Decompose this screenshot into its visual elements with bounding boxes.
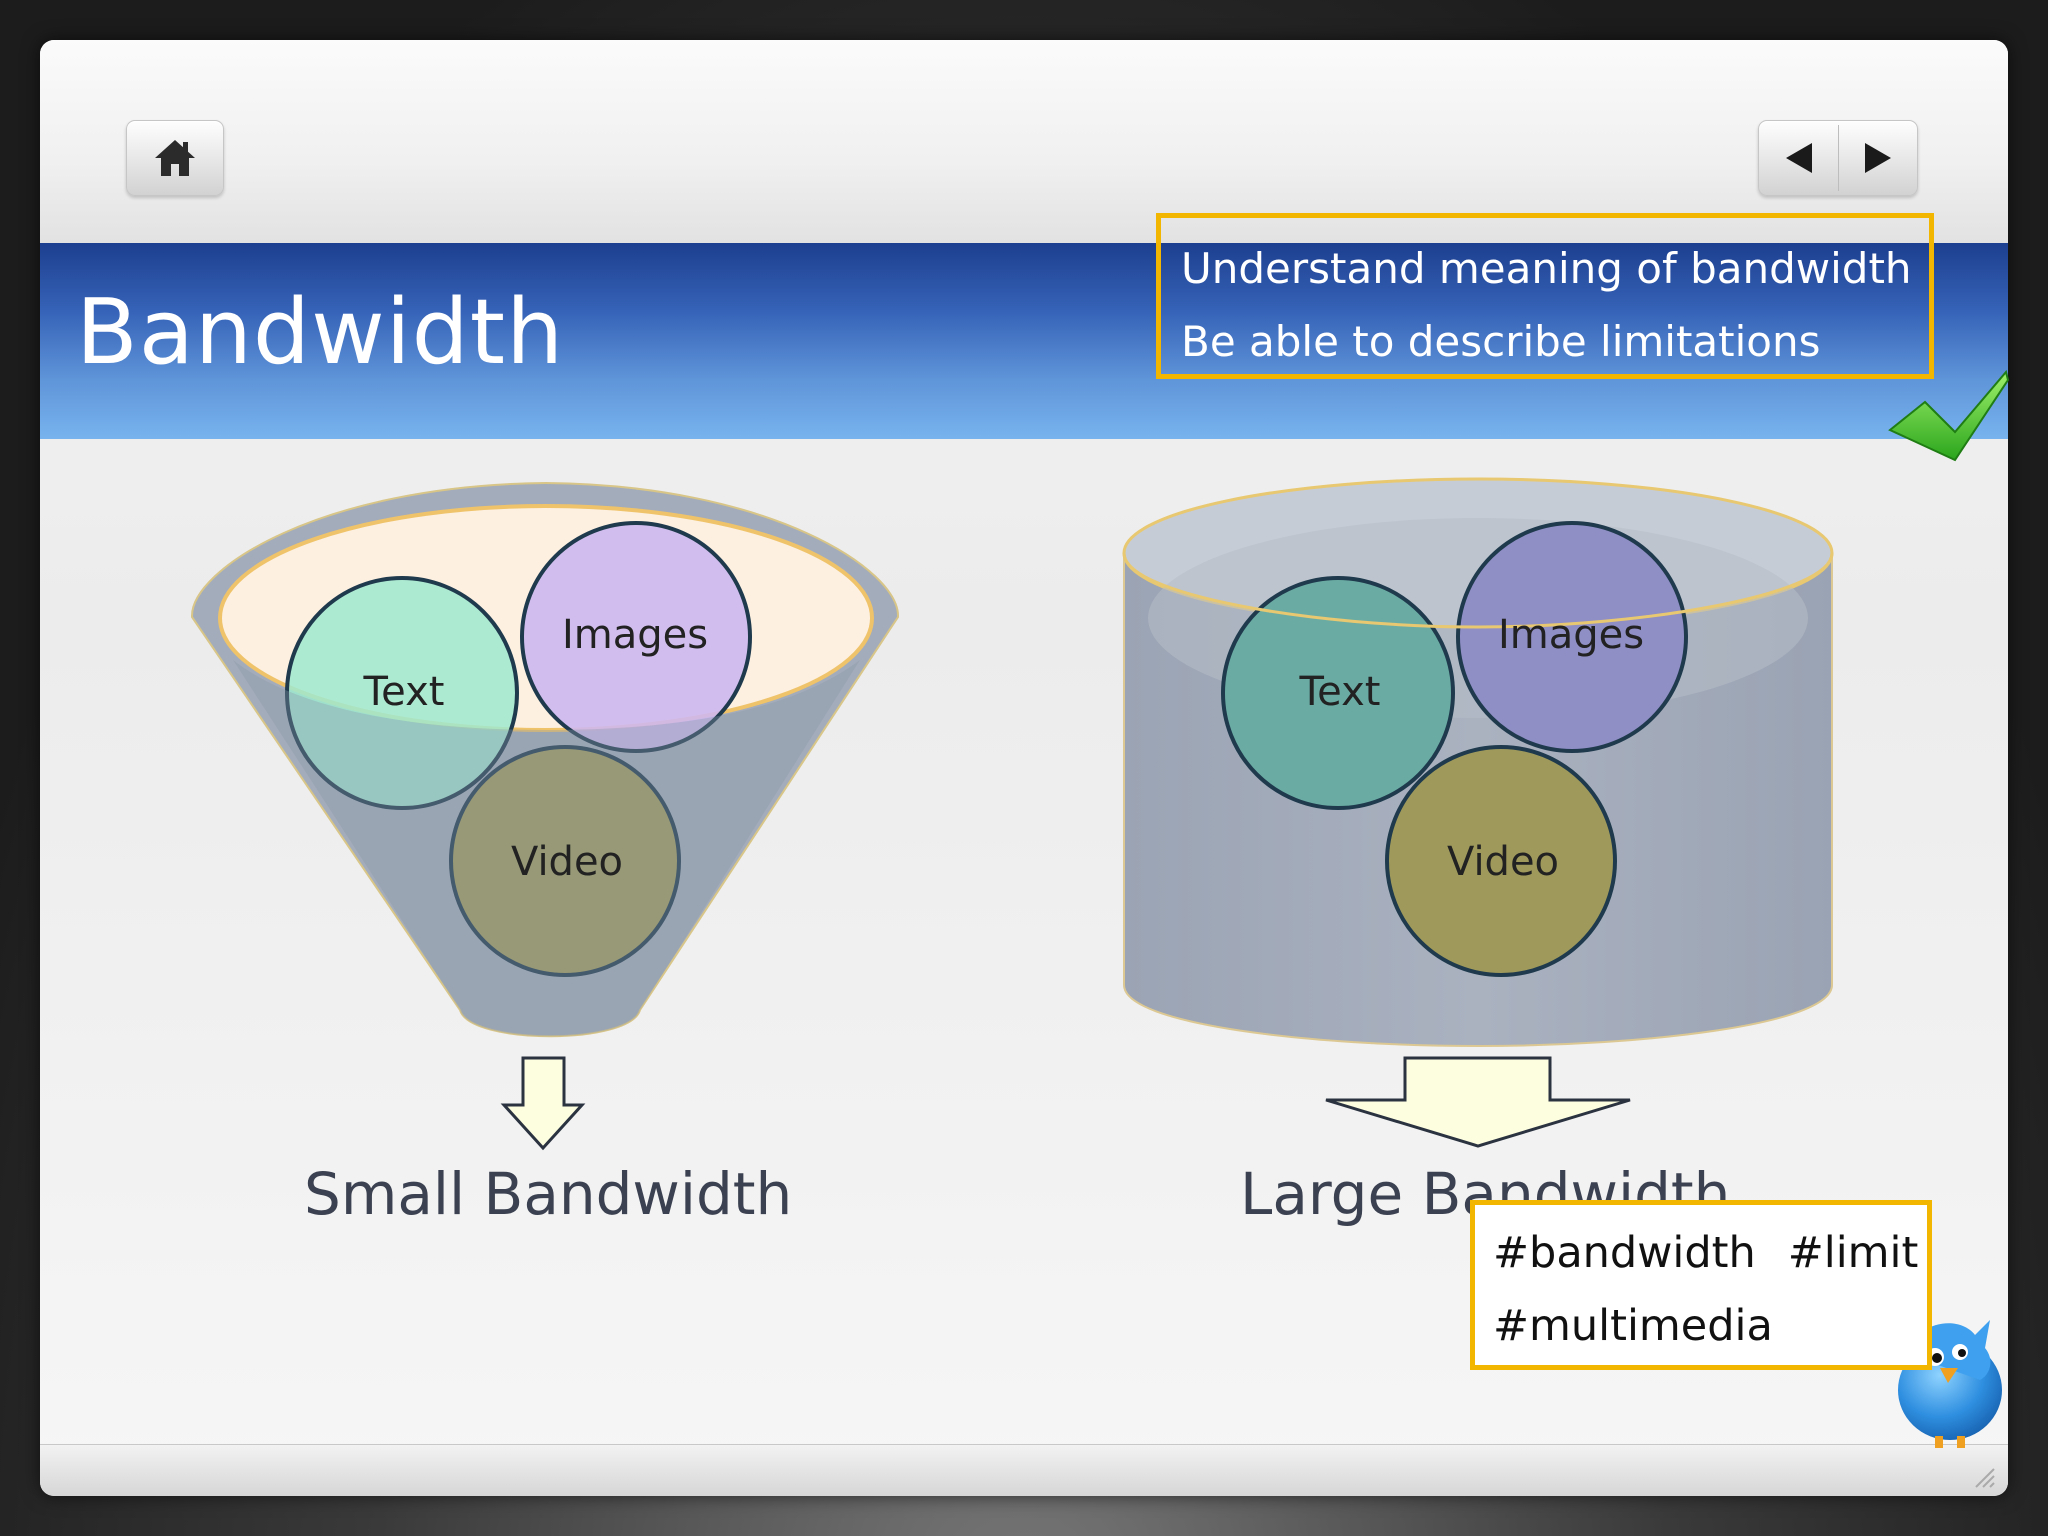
funnel-circle-text bbox=[285, 576, 519, 810]
title-banner bbox=[40, 243, 2008, 439]
arrow-left-icon bbox=[1785, 143, 1812, 173]
home-icon bbox=[155, 140, 195, 176]
cylinder-circle-video bbox=[1385, 745, 1617, 977]
next-slide-button[interactable] bbox=[1839, 121, 1917, 195]
objective-1: Understand meaning of bandwidth bbox=[1181, 244, 1912, 293]
cylinder-circle-images bbox=[1456, 521, 1688, 753]
bottom-bar bbox=[40, 1444, 2008, 1496]
slide-navigation bbox=[1758, 120, 1918, 196]
cylinder-label-video: Video bbox=[1447, 839, 1559, 885]
funnel-circle-images bbox=[520, 521, 752, 753]
cylinder-circle-text bbox=[1221, 576, 1455, 810]
hashtag-row-2: #multimedia bbox=[1493, 1301, 1773, 1351]
checkmark-icon bbox=[1888, 369, 2010, 462]
large-down-arrow bbox=[1325, 1056, 1631, 1148]
hashtag-bandwidth: #bandwidth bbox=[1493, 1228, 1756, 1278]
hashtag-row-1: #bandwidth #limit bbox=[1493, 1217, 1927, 1290]
resize-grip-icon[interactable] bbox=[1970, 1463, 1996, 1489]
home-button[interactable] bbox=[126, 120, 224, 196]
small-bandwidth-caption: Small Bandwidth bbox=[304, 1160, 793, 1228]
learning-objectives-box: Understand meaning of bandwidth Be able … bbox=[1156, 213, 1934, 379]
hashtag-limit: #limit bbox=[1787, 1228, 1919, 1278]
previous-slide-button[interactable] bbox=[1760, 121, 1838, 195]
small-down-arrow bbox=[500, 1056, 586, 1151]
funnel-label-images: Images bbox=[562, 612, 708, 658]
slide-title: Bandwidth bbox=[76, 280, 565, 385]
nav-divider bbox=[1837, 125, 1839, 191]
funnel-overlay bbox=[233, 660, 860, 1037]
cylinder-rim-front bbox=[1122, 552, 1834, 629]
cylinder-label-images: Images bbox=[1498, 612, 1644, 658]
top-toolbar bbox=[40, 40, 2008, 243]
hashtags-box: #bandwidth #limit #multimedia bbox=[1470, 1200, 1932, 1370]
arrow-right-icon bbox=[1864, 143, 1891, 173]
funnel-circle-video bbox=[449, 745, 681, 977]
funnel-label-video: Video bbox=[511, 839, 623, 885]
cylinder-label-text: Text bbox=[1299, 669, 1381, 715]
objective-2: Be able to describe limitations bbox=[1181, 317, 1821, 366]
funnel-label-text: Text bbox=[363, 669, 445, 715]
